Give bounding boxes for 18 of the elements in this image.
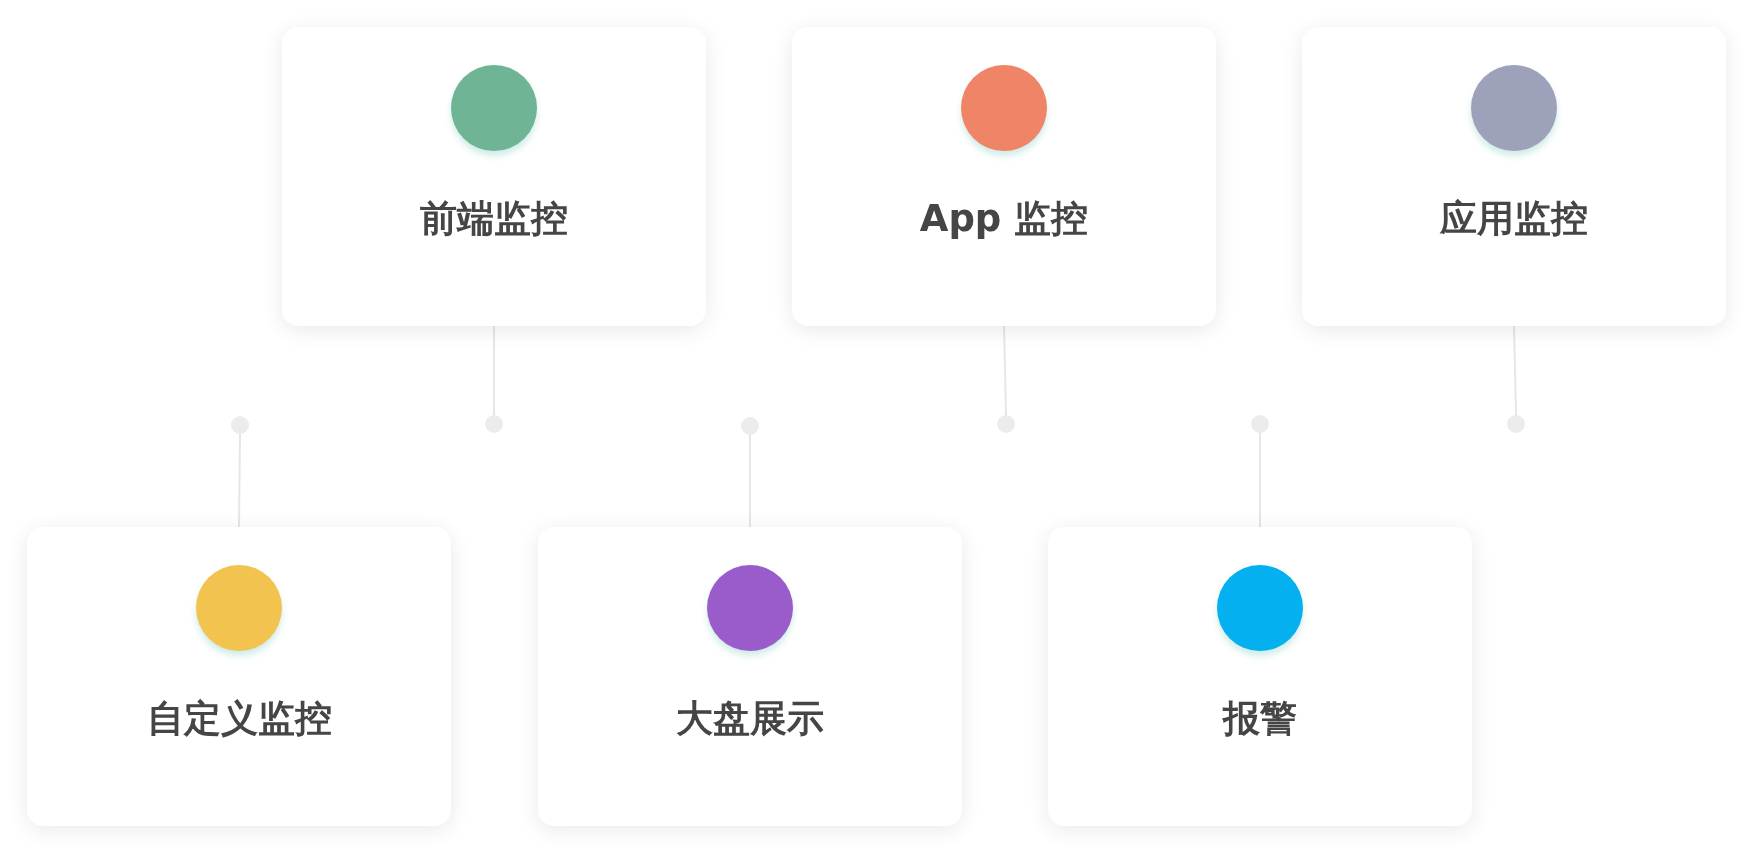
card	[1302, 27, 1726, 326]
dot	[1507, 415, 1525, 433]
dot	[485, 415, 503, 433]
dot	[231, 416, 249, 434]
dot	[1251, 415, 1269, 433]
dot	[741, 417, 759, 435]
card-title: App 监控	[918, 197, 1090, 241]
card	[538, 527, 962, 826]
card	[792, 27, 1216, 326]
card	[282, 27, 706, 326]
card-title: 报警	[1221, 697, 1298, 741]
card-title: 自定义监控	[145, 697, 333, 741]
card-title: 前端监控	[419, 197, 569, 241]
card-title: 大盘展示	[675, 697, 825, 741]
card-title: 应用监控	[1439, 197, 1589, 241]
card	[27, 527, 451, 826]
card	[1048, 527, 1472, 826]
dot	[997, 415, 1015, 433]
